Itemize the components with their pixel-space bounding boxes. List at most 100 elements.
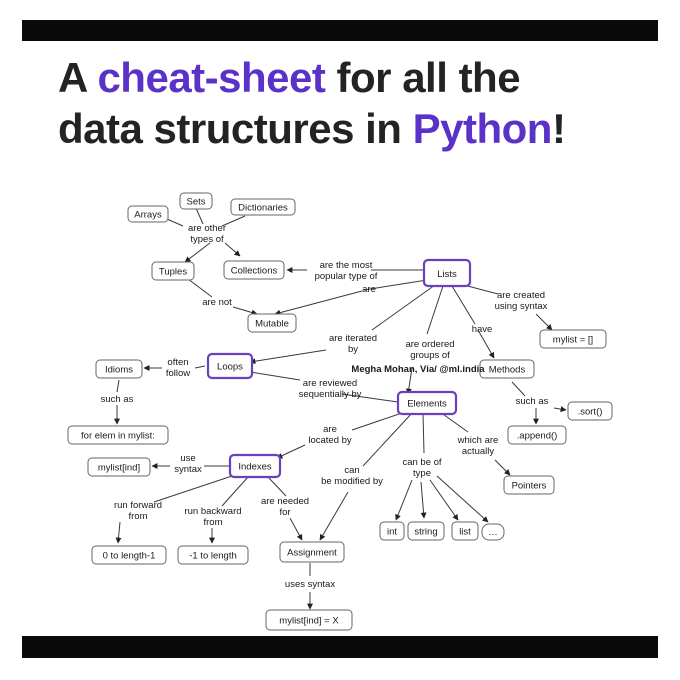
arrow-types-tuples: [184, 242, 211, 263]
node-idioms-text: Idioms: [105, 365, 133, 376]
node-mutable-text: Mutable: [255, 319, 289, 330]
label-such-as-left: such as: [101, 394, 134, 405]
label-reviewed-1: are reviewed: [303, 378, 357, 389]
node-loops-text: Loops: [217, 362, 243, 373]
edge-reviewed-elements: [341, 393, 399, 403]
label-backward-1: run backward: [184, 506, 241, 517]
label-backward-2: from: [204, 517, 223, 528]
arrow-type-ellipsis: [436, 475, 489, 523]
arrow-located-indexes: [276, 444, 306, 459]
label-often-1: often: [167, 357, 188, 368]
label-use-1: use: [180, 453, 195, 464]
link-labels: are other types of are the most popular …: [101, 223, 549, 590]
node-list: list: [451, 521, 479, 541]
arrow-arenot-mutable: [232, 306, 258, 316]
edge-elements-located: [351, 411, 406, 431]
node-mylist-ind: mylist[ind]: [87, 457, 151, 477]
arrow-are-mutable: [274, 290, 363, 316]
node-assign-syntax-text: mylist[ind] = X: [279, 616, 339, 627]
title-line2-accent: Python: [412, 105, 553, 152]
arrow-created-mylist: [535, 313, 553, 331]
label-type-1: can be of: [402, 457, 441, 468]
node-sort-text: .sort(): [578, 407, 603, 418]
node-assignment-text: Assignment: [287, 548, 337, 559]
label-located-2: located by: [308, 435, 352, 446]
edge-indexes-forward: [153, 475, 233, 503]
label-uses-syntax: uses syntax: [285, 579, 335, 590]
label-actually-1: which are: [457, 435, 499, 446]
label-types-of: types of: [190, 234, 224, 245]
label-actually-2: actually: [462, 446, 494, 457]
node-loops: Loops: [206, 352, 254, 380]
edge-elements-type: [422, 412, 425, 454]
node-ellipsis-text: …: [488, 527, 498, 538]
edge-dict-label: [221, 215, 246, 227]
label-needed-2: for: [279, 507, 290, 518]
arrow-iterated-loops: [249, 349, 327, 365]
arrow-have-methods: [477, 329, 495, 359]
label-created-2: using syntax: [495, 301, 548, 312]
node-tuples-text: Tuples: [159, 267, 187, 278]
edge-lists-are: [363, 279, 428, 291]
node-for-elem: for elem in mylist:: [67, 425, 169, 445]
node-sort: .sort(): [567, 401, 613, 421]
node-methods: Methods: [479, 359, 535, 379]
title-line1-accent: cheat-sheet: [97, 54, 326, 101]
edge-elements-actually: [439, 411, 469, 433]
node-zero-to-length: 0 to length-1: [91, 545, 167, 565]
arrow-ordered-elements: [405, 367, 413, 395]
label-modified-1: can: [344, 465, 359, 476]
label-forward-1: run forward: [114, 500, 162, 511]
node-indexes: Indexes: [228, 453, 282, 479]
node-append: .append(): [507, 425, 567, 445]
node-dictionaries: Dictionaries: [230, 198, 296, 216]
edge-indexes-backward: [221, 476, 249, 507]
edge-lists-ordered: [426, 285, 444, 335]
node-sets: Sets: [179, 192, 213, 210]
arrow-modified-assignment: [319, 491, 349, 541]
arrow-type-string: [420, 481, 427, 519]
arrow-type-list: [429, 479, 459, 521]
node-pointers-text: Pointers: [512, 481, 547, 492]
title-line2-prefix: data structures in: [58, 105, 413, 152]
title-line2-suffix: !: [551, 105, 566, 152]
edge-loops-reviewed: [249, 371, 301, 381]
node-indexes-text: Indexes: [238, 462, 272, 473]
node-arrays: Arrays: [127, 205, 169, 223]
edge-tuples-arenot: [187, 278, 213, 298]
node-arrays-text: Arrays: [134, 210, 162, 221]
node-collections-text: Collections: [231, 266, 278, 277]
label-such-as-right: such as: [516, 396, 549, 407]
label-located-1: are: [323, 424, 337, 435]
label-have: have: [472, 324, 493, 335]
node-dictionaries-text: Dictionaries: [238, 203, 288, 214]
arrow-type-int: [395, 479, 413, 521]
node-int: int: [379, 521, 405, 541]
edge-loops-often: [194, 365, 206, 369]
node-tuples: Tuples: [151, 261, 195, 281]
edges-arrow: [114, 242, 567, 610]
top-black-bar: [22, 20, 658, 41]
credit-line: Megha Mohan, Via/ @ml.india: [351, 364, 485, 375]
node-methods-text: Methods: [489, 365, 526, 376]
node-sets-text: Sets: [186, 197, 205, 208]
node-lists-text: Lists: [437, 269, 457, 280]
node-zero-to-length-text: 0 to length-1: [103, 551, 156, 562]
label-most-popular-1: are the most: [320, 260, 373, 271]
node-mylist-ind-text: mylist[ind]: [98, 463, 140, 474]
node-pointers: Pointers: [503, 475, 555, 495]
label-forward-2: from: [129, 511, 148, 522]
label-are-other: are other: [188, 223, 226, 234]
label-are: are: [362, 284, 376, 295]
edge-sets-label: [195, 207, 204, 225]
bottom-black-bar: [22, 636, 658, 658]
arrow-types-collections: [224, 242, 241, 257]
edge-elements-modified: [362, 412, 413, 467]
node-mutable: Mutable: [247, 313, 297, 333]
label-most-popular-2: popular type of: [315, 271, 378, 282]
arrow-actually-pointers: [494, 459, 511, 476]
arrow-forward-zero: [115, 521, 122, 544]
label-needed-1: are needed: [261, 496, 309, 507]
